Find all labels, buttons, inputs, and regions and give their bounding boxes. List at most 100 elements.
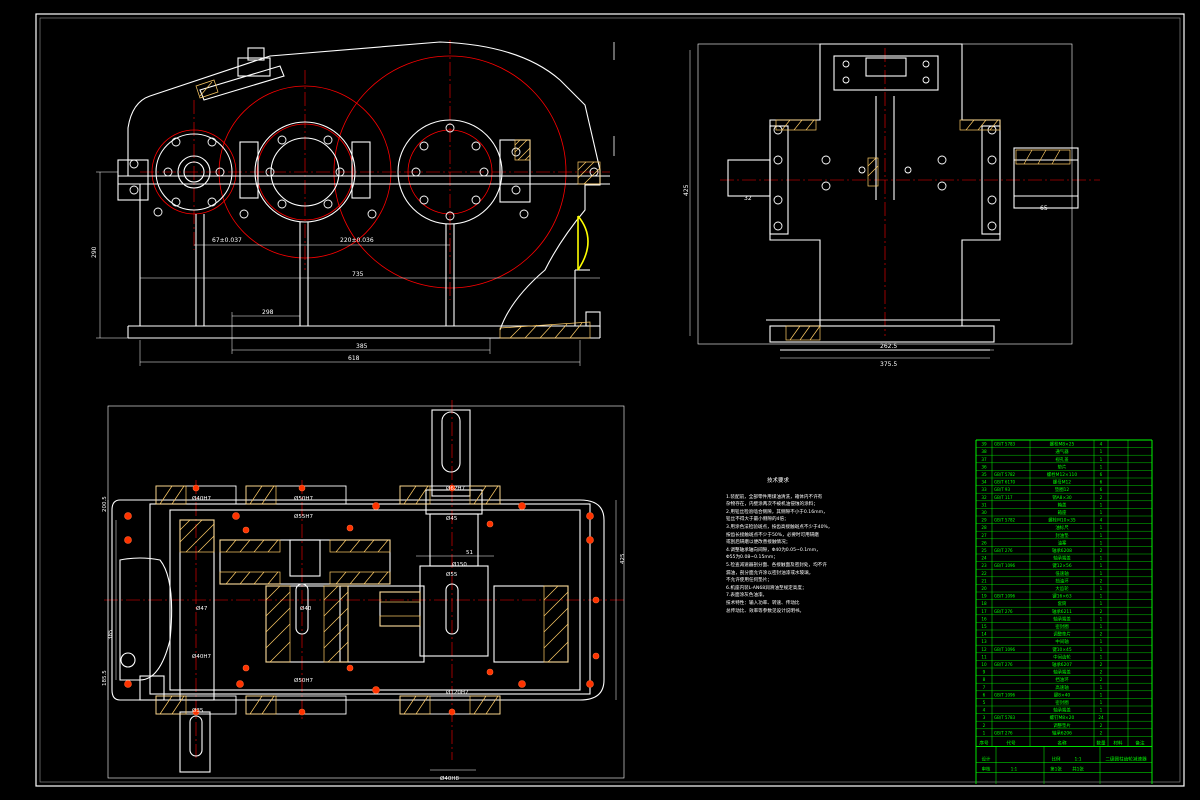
dim-plan-b9: Ø40 [300, 605, 312, 612]
dim-side-h1: 262.5 [880, 343, 897, 350]
tech-notes-list: 1.装配前，全部零件用煤油清洗，箱体内不许有 杂物存在，内壁涂两次不被机油侵蚀的… [726, 494, 830, 616]
bom-row-qty: 1 [1100, 685, 1103, 690]
bom-row-name: 中间轴 [1055, 638, 1069, 645]
tech-note-item: 按齿长接触斑点不少于50%，必要时可用研磨 [726, 532, 819, 538]
tech-note-item: 3.用涂色法检验斑点，按齿高接触斑点不少于40%， [726, 524, 830, 530]
bom-row-qty: 1 [1100, 540, 1103, 545]
bom-row-qty: 1 [1100, 502, 1103, 507]
bom-row-code: GB/T 276 [994, 609, 1013, 614]
dim-plan-b15: 51 [466, 550, 473, 556]
title-block-side-scale: 1:1 [1011, 766, 1018, 771]
bom-row-no: 37 [981, 457, 987, 462]
title-block-sheet: 第1张 [1050, 765, 1062, 772]
dim-front-h1: 67±0.037 [212, 237, 242, 244]
bom-row-no: 19 [981, 594, 987, 599]
bom-row-name: 键16×63 [1052, 593, 1071, 600]
bom-row-name: 轴承6211 [1052, 608, 1072, 615]
bom-row-name: 轴承端盖 [1053, 707, 1071, 714]
side-dimension-lines [689, 50, 994, 359]
bom-row-qty: 1 [1100, 624, 1103, 629]
bom-row-qty: 1 [1100, 449, 1103, 454]
dim-front-h3: 735 [352, 271, 364, 278]
bom-row-code: GB/T 5782 [994, 518, 1016, 523]
bom-row-no: 2 [983, 723, 986, 728]
front-bolt-holes [129, 123, 599, 221]
bom-row-name: 轴承6207 [1052, 661, 1072, 668]
bom-row-no: 10 [981, 662, 987, 667]
dim-plan-b7: Ø55 [446, 571, 458, 578]
bom-row-code: GB/T 1096 [994, 692, 1016, 697]
bom-row-qty: 1 [1100, 510, 1103, 515]
bom-row-qty: 1 [1100, 692, 1103, 697]
bom-row-no: 22 [981, 571, 987, 576]
bom-row-qty: 2 [1100, 632, 1103, 637]
bom-header-note: 备注 [1135, 739, 1145, 746]
bom-row-qty: 2 [1100, 662, 1103, 667]
bom-row-name: 挡油环 [1055, 577, 1069, 584]
bom-row-name: 箱盖 [1058, 501, 1067, 508]
bom-row-no: 26 [981, 540, 987, 545]
bom-row-qty: 2 [1100, 677, 1103, 682]
bom-row-qty: 1 [1100, 616, 1103, 621]
dim-plan-v4: 425 [620, 553, 626, 564]
bom-row-name: 视孔盖 [1055, 456, 1069, 463]
tech-note-item: 6.机座内装L-AN68润滑油至规定高度； [726, 585, 807, 591]
bom-row-name: 轴承6206 [1052, 729, 1072, 736]
bom-row-no: 14 [981, 632, 987, 637]
bom-header-name: 名称 [1057, 739, 1067, 746]
tech-notes-title: 技术要求 [766, 478, 789, 484]
bom-row-name: 轴承端盖 [1053, 555, 1071, 562]
front-hatch [195, 79, 601, 339]
dim-plan-b8: Ø47 [196, 605, 208, 612]
bom-row-qty: 1 [1100, 464, 1103, 469]
bom-row-no: 8 [983, 677, 986, 682]
side-hatch [775, 119, 1071, 341]
dim-plan-v1: 385 [108, 629, 114, 640]
dim-plan-b14: Ø40H8 [440, 775, 459, 782]
dim-plan-b1: Ø40H7 [192, 495, 211, 502]
bom-row-qty: 4 [1100, 518, 1103, 523]
tech-note-item: 或刮后研磨以便改善接触情况； [726, 540, 791, 546]
bom-row-no: 30 [981, 510, 987, 515]
bom-row-qty: 2 [1100, 670, 1103, 675]
inspection-window-icon [577, 215, 589, 271]
title-block-scale-label: 比例 [1052, 755, 1061, 762]
bom-row-no: 20 [981, 586, 987, 591]
bom-row-no: 28 [981, 525, 987, 530]
bom-row-name: 挡油环 [1055, 676, 1069, 683]
dim-front-h4: 298 [262, 309, 274, 316]
title-block-total: 共1张 [1072, 765, 1084, 772]
bom-row-name: 键12×56 [1052, 562, 1071, 569]
bom-row-no: 17 [981, 609, 987, 614]
bom-row-no: 18 [981, 601, 987, 606]
dim-side-h2: 375.5 [880, 361, 897, 368]
bom-row-no: 13 [981, 639, 987, 644]
bom-row-no: 39 [981, 442, 987, 447]
bom-row-qty: 24 [1098, 715, 1104, 720]
tech-note-item: 杂物存在，内壁涂两次不被机油侵蚀的涂料； [726, 502, 818, 508]
tech-note-item: 技术特性：输入功率、转速、传动比 [726, 600, 800, 606]
bom-row-qty: 1 [1100, 708, 1103, 713]
bom-row-name: 轴承6208 [1052, 547, 1072, 554]
plan-hatch [155, 485, 569, 715]
bom-row-no: 31 [981, 502, 987, 507]
title-block-scale-value: 1:1 [1074, 756, 1081, 762]
side-center-lines [720, 48, 1100, 336]
dim-front-h6: 618 [348, 355, 360, 362]
bom-row-no: 27 [981, 533, 987, 538]
dim-plan-v2: 200.5 [102, 496, 108, 512]
dim-front-h5: 385 [356, 343, 368, 350]
bom-row-name: 螺栓M10×35 [1048, 517, 1076, 524]
bom-row-name: 低速轴 [1055, 570, 1069, 577]
dim-plan-b13: Ø120H7 [446, 689, 469, 696]
tech-note-item: 2.用铅丝检验啮合侧隙，其侧隙不小于0.16mm， [726, 509, 828, 515]
bom-row-name: 调整垫片 [1053, 631, 1071, 638]
bom-row-qty: 1 [1100, 654, 1103, 659]
side-view: 425 262.5 375.5 32 65 [683, 43, 1100, 368]
dim-side-s2: 65 [1040, 205, 1048, 212]
bom-row-code: GB/T 1096 [994, 594, 1016, 599]
plan-bolt-holes [124, 484, 600, 716]
bom-row-name: 调整垫片 [1053, 722, 1071, 729]
bom-row-qty: 1 [1100, 571, 1103, 576]
